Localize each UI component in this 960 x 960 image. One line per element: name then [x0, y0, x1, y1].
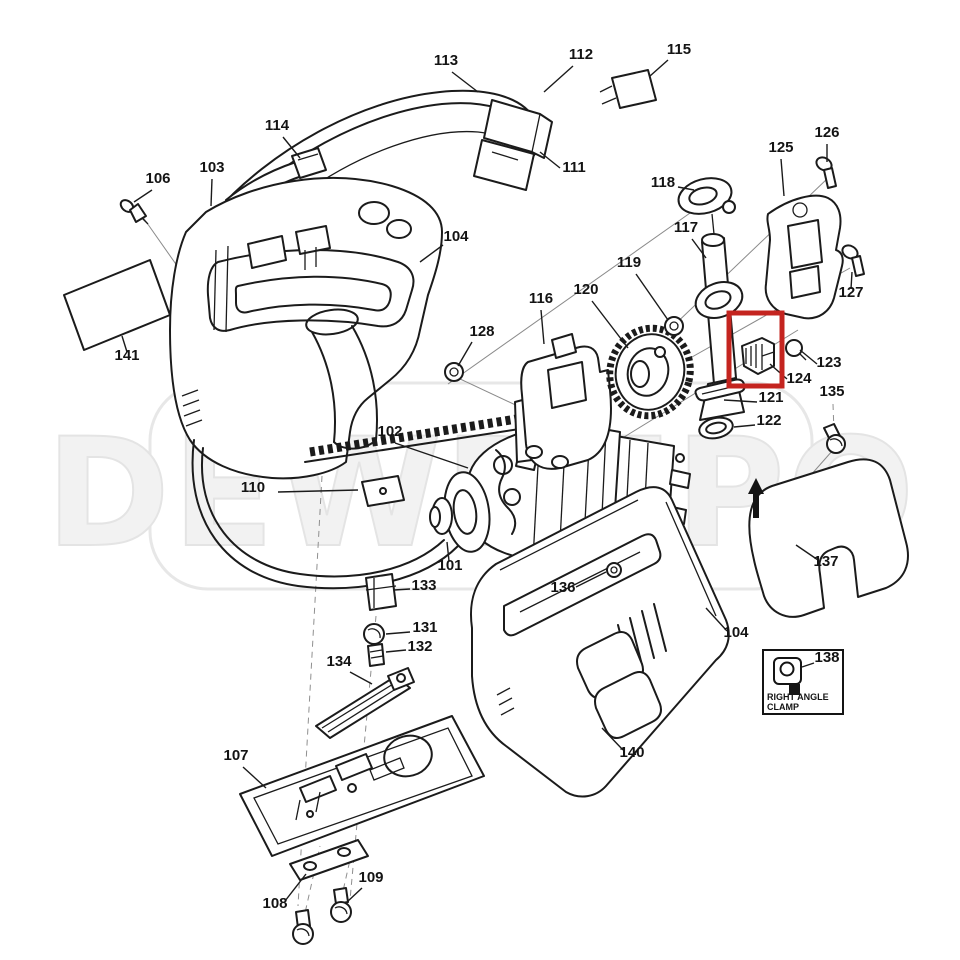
part-108-plate	[289, 839, 369, 881]
part-label-134: 134	[326, 653, 352, 670]
part-label-108: 108	[262, 895, 287, 912]
part-label-115: 115	[667, 41, 691, 58]
right-angle-clamp-box: RIGHT ANGLE CLAMP	[762, 649, 844, 715]
part-label-137: 137	[813, 553, 838, 570]
part-label-118: 118	[651, 174, 675, 191]
part-124-clip	[741, 337, 775, 375]
highlight-box	[726, 310, 785, 389]
part-label-128: 128	[469, 323, 494, 340]
leader-lines	[121, 59, 853, 903]
part-label-138: 138	[814, 649, 839, 666]
part-125-bracket	[764, 194, 844, 320]
part-111-plug	[473, 99, 553, 191]
part-134-blade-guide	[315, 667, 415, 739]
part-label-132: 132	[407, 638, 432, 655]
part-label-117: 117	[674, 219, 698, 236]
part-label-114: 114	[265, 117, 290, 134]
part-131-132-screw	[363, 623, 385, 667]
clamp-icon	[773, 657, 802, 695]
part-label-103: 103	[199, 159, 224, 176]
part-label-116: 116	[529, 290, 553, 307]
part-119-nut	[664, 316, 684, 336]
part-label-121: 121	[758, 389, 783, 406]
part-109-screws	[292, 887, 352, 945]
part-128-nut	[444, 362, 464, 382]
part-label-120: 120	[573, 281, 598, 298]
part-label-133: 133	[411, 577, 436, 594]
part-118-ring	[677, 177, 736, 215]
up-arrow-icon	[753, 492, 759, 518]
part-137-blade-guard	[748, 458, 909, 618]
part-label-113: 113	[434, 52, 458, 69]
part-115-capacitor	[599, 69, 657, 109]
part-label-106: 106	[145, 170, 170, 187]
part-114-cord-clamp	[291, 147, 327, 179]
part-label-140: 140	[619, 744, 644, 761]
part-label-141: 141	[114, 347, 139, 364]
part-133-clip	[365, 573, 397, 611]
field-wires	[191, 439, 459, 590]
part-label-119: 119	[617, 254, 641, 271]
part-label-104: 104	[723, 624, 749, 641]
clamp-caption-line1: RIGHT ANGLE	[767, 692, 829, 702]
part-label-109: 109	[358, 869, 383, 886]
part-107-base-plate	[239, 715, 485, 857]
part-127-screw	[841, 244, 865, 277]
part-label-111: 111	[562, 159, 585, 176]
part-label-135: 135	[819, 383, 844, 400]
part-140-window-plate	[576, 631, 662, 739]
part-label-131: 131	[412, 619, 437, 636]
part-label-127: 127	[838, 284, 863, 301]
clamp-caption-line2: CLAMP	[767, 702, 799, 712]
part-135-screw	[823, 423, 846, 454]
part-label-102: 102	[377, 423, 402, 440]
part-116-gearbox	[514, 333, 612, 470]
part-label-126: 126	[814, 124, 839, 141]
part-label-123: 123	[816, 354, 841, 371]
part-120-gear	[606, 324, 694, 420]
part-110-nut	[361, 475, 405, 507]
part-label-124: 124	[786, 370, 812, 387]
part-label-107: 107	[223, 747, 248, 764]
part-label-125: 125	[768, 139, 793, 156]
part-label-101: 101	[437, 557, 462, 574]
part-label-110: 110	[241, 479, 265, 496]
part-141-label-plate	[63, 259, 171, 351]
part-123-ball-stud	[785, 339, 807, 361]
part-106-screw	[119, 199, 149, 225]
part-104-housing-left	[169, 177, 553, 480]
part-label-104: 104	[443, 228, 469, 245]
part-122-ring	[698, 416, 734, 440]
part-labels: 106 103 114 113 112 115 111 126 125 118 117 119 127 1…	[114, 41, 863, 912]
part-label-136: 136	[550, 579, 575, 596]
part-label-112: 112	[569, 46, 593, 63]
part-126-screw	[815, 156, 837, 189]
part-label-122: 122	[756, 412, 781, 429]
